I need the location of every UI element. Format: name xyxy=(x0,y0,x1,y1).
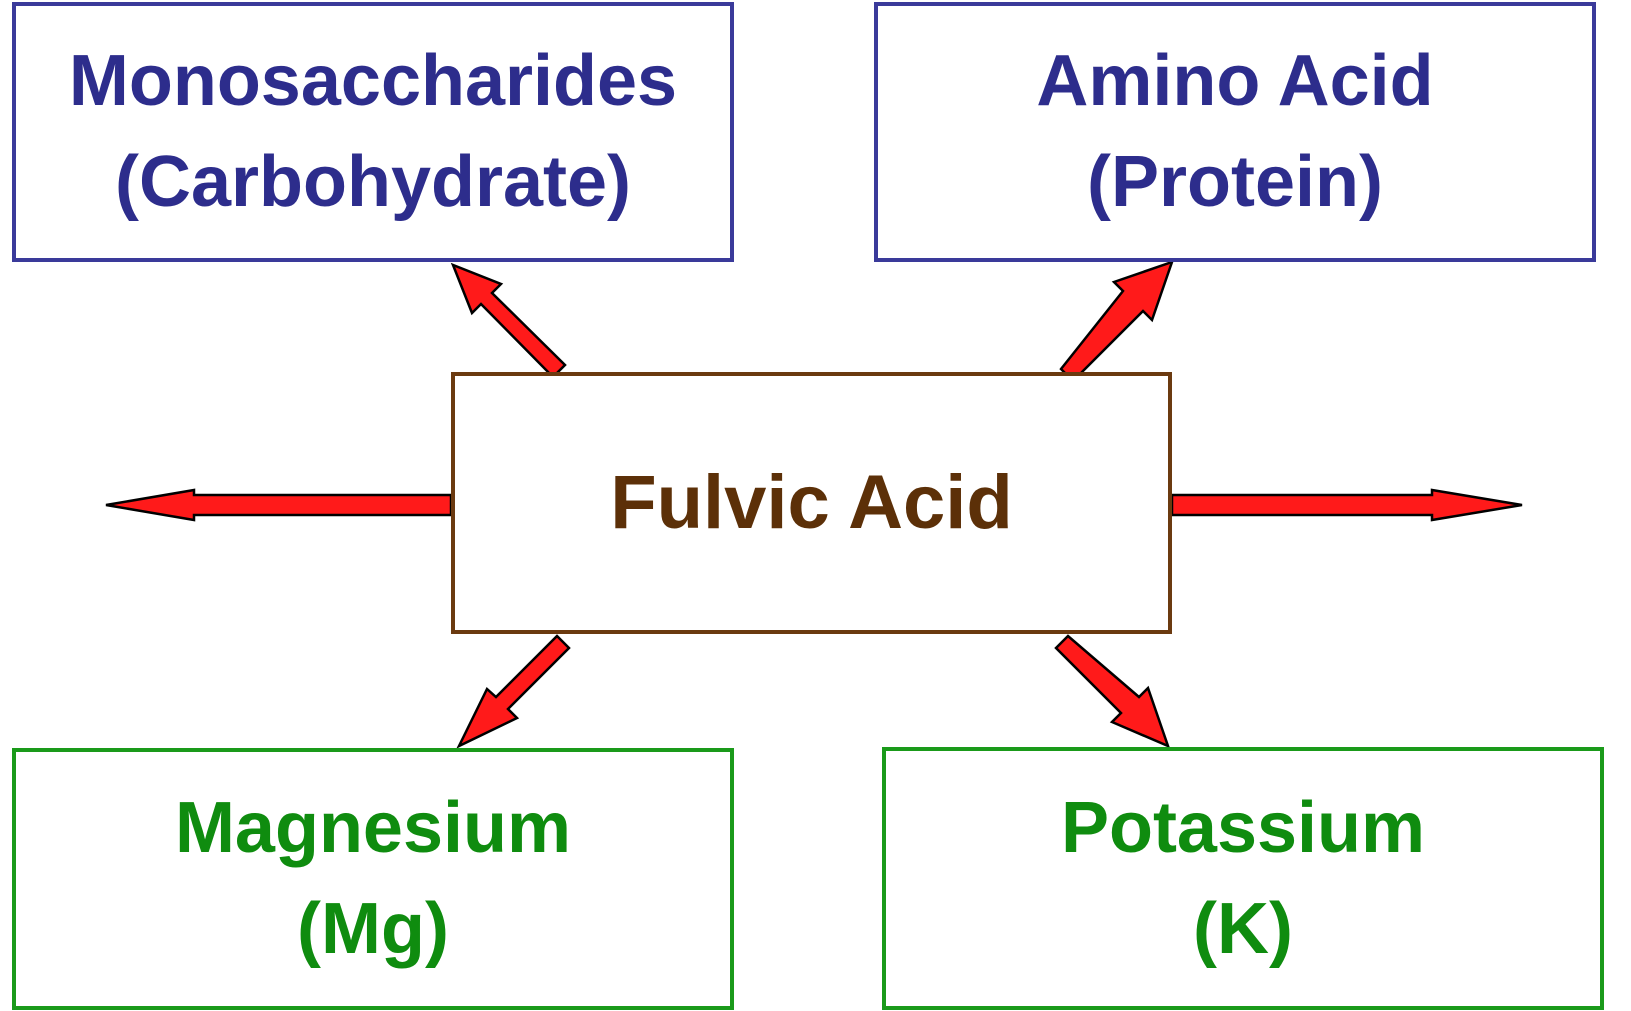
node-amino-acid-title: Amino Acid xyxy=(1036,41,1434,122)
arrow-to-magnesium xyxy=(456,634,571,749)
node-fulvic-acid: Fulvic Acid xyxy=(451,372,1172,634)
arrow-to-amino-acid xyxy=(1059,259,1175,383)
node-magnesium-subtitle: (Mg) xyxy=(297,889,449,969)
node-amino-acid: Amino Acid (Protein) xyxy=(874,2,1596,262)
node-potassium-subtitle: (K) xyxy=(1193,888,1293,969)
node-magnesium: Magnesium (Mg) xyxy=(12,748,734,1010)
node-magnesium-title: Magnesium xyxy=(174,788,572,869)
arrow-to-monosaccharides xyxy=(450,262,567,379)
node-monosaccharides-title: Monosaccharides xyxy=(68,41,678,122)
node-fulvic-acid-label: Fulvic Acid xyxy=(610,459,1013,545)
node-potassium: Potassium (K) xyxy=(882,747,1604,1010)
node-potassium-title: Potassium xyxy=(1060,787,1426,868)
node-monosaccharides-subtitle: (Carbohydrate) xyxy=(114,142,632,222)
arrow-right xyxy=(1170,488,1523,522)
node-amino-acid-subtitle: (Protein) xyxy=(1087,142,1383,222)
arrow-to-potassium xyxy=(1054,634,1171,749)
arrow-left xyxy=(105,488,453,522)
node-monosaccharides: Monosaccharides (Carbohydrate) xyxy=(12,2,734,262)
